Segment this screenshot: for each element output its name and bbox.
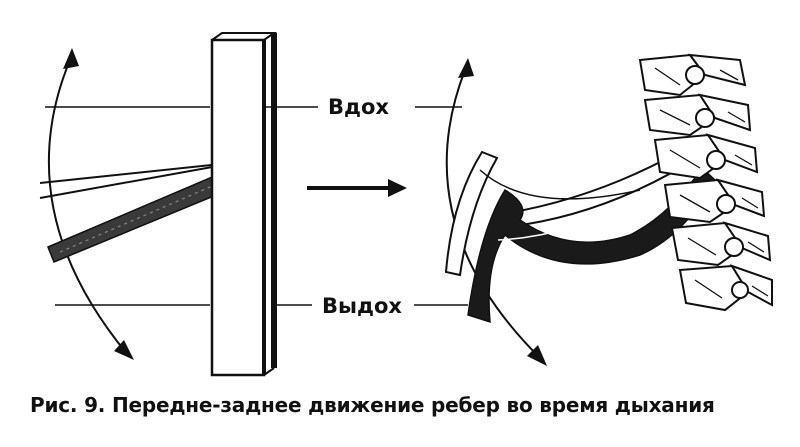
left-lever-model (39, 32, 278, 377)
left-arc-bottom-arrowhead (114, 340, 134, 360)
figure-caption: Рис. 9. Передне-заднее движение ребер во… (30, 393, 715, 417)
left-vertical-pillar (210, 38, 266, 377)
right-arc-bottom-arrowhead (527, 345, 547, 366)
inhale-label: Вдох (328, 95, 389, 119)
spine-column (638, 53, 773, 312)
right-arc-top-arrowhead (458, 58, 474, 78)
right-upper-rib-white (444, 150, 499, 277)
right-arrow-icon (307, 179, 407, 197)
left-motion-arc (47, 59, 129, 356)
right-spine-model (444, 53, 773, 366)
right-lower-rib-dark (467, 166, 716, 324)
exhale-label: Выдох (322, 294, 402, 318)
left-arc-top-arrowhead (63, 48, 79, 69)
spine-shading (654, 67, 769, 299)
